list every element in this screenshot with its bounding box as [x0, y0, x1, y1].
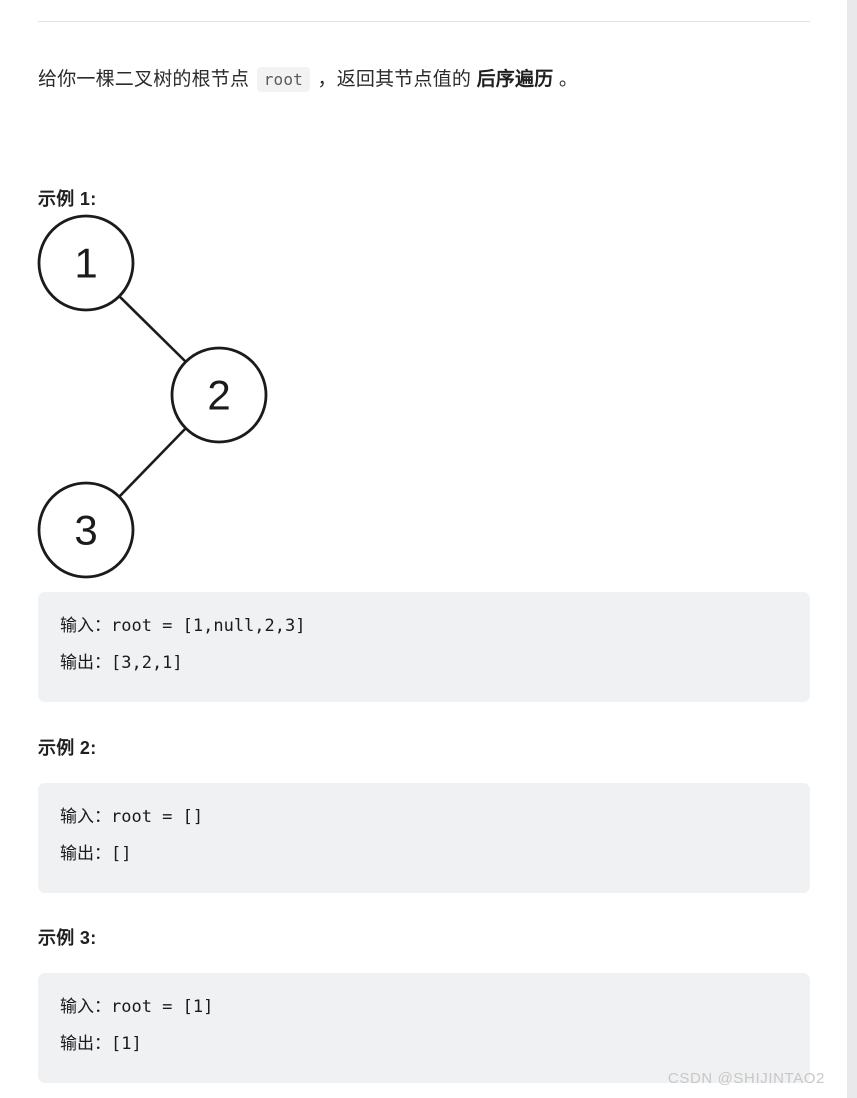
example-2-heading: 示例 2:	[38, 738, 97, 758]
example-3-heading: 示例 3:	[38, 928, 97, 948]
description-text-middle: ，返回其节点值的	[312, 69, 477, 90]
example-1-code-block: 输入：root = [1,null,2,3] 输出：[3,2,1]	[38, 592, 810, 702]
description-text-prefix: 给你一棵二叉树的根节点	[38, 69, 255, 90]
tree-node-3-circle	[37, 481, 135, 579]
binary-tree-svg: 1 2 3	[37, 214, 268, 579]
example-2-input-line: 输入：root = []	[60, 807, 204, 827]
page-scroll-gutter[interactable]	[847, 0, 857, 1098]
description-text-suffix: 。	[553, 69, 579, 90]
example-3-code-block: 输入：root = [1] 输出：[1]	[38, 973, 810, 1083]
example-2-code-block: 输入：root = [] 输出：[]	[38, 783, 810, 893]
tree-edge-1-2	[118, 295, 187, 363]
example-1-output-line: 输出：[3,2,1]	[60, 653, 183, 673]
inline-code-root: root	[256, 67, 311, 92]
tree-node-1-label: 1	[74, 240, 97, 287]
top-divider	[38, 21, 810, 22]
csdn-watermark: CSDN @SHIJINTAO2	[667, 1070, 825, 1087]
tree-edge-2-3	[118, 427, 187, 498]
binary-tree-figure: 1 2 3	[30, 208, 330, 588]
example-2-output-line: 输出：[]	[60, 844, 132, 864]
description-emphasis: 后序遍历	[476, 69, 554, 90]
problem-description: 给你一棵二叉树的根节点 root ，返回其节点值的 后序遍历 。	[38, 63, 818, 97]
tree-node-2-label: 2	[207, 372, 230, 419]
example-1-heading: 示例 1:	[38, 189, 97, 209]
tree-node-1-circle	[37, 214, 135, 312]
example-1-input-line: 输入：root = [1,null,2,3]	[60, 616, 306, 636]
example-3-input-line: 输入：root = [1]	[60, 997, 214, 1017]
tree-node-2-circle	[170, 346, 268, 444]
tree-node-3-label: 3	[74, 507, 97, 554]
example-3-output-line: 输出：[1]	[60, 1034, 142, 1054]
